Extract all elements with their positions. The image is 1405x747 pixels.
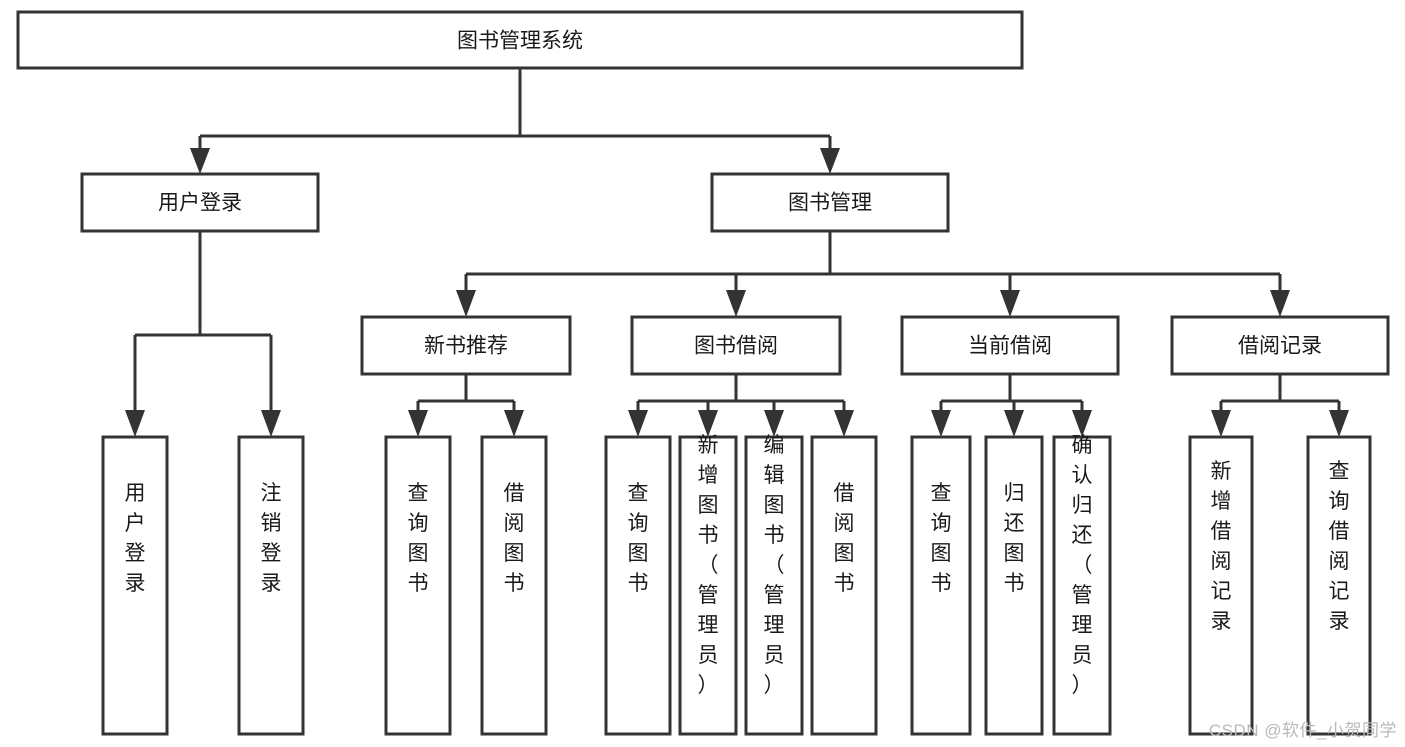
leaf-borrow-book-1-label: 借阅图书 xyxy=(504,482,525,595)
leaf-node-query-borrow-record[interactable]: 查询借阅记录 xyxy=(1306,435,1372,736)
node-root-label: 图书管理系统 xyxy=(457,30,583,53)
leaf-node-borrow-book-1[interactable]: 借阅图书 xyxy=(480,435,548,736)
leaf-node-query-book-1[interactable]: 查询图书 xyxy=(384,435,452,736)
node-root-rect[interactable] xyxy=(16,10,1024,70)
leaf-query-book-3-label: 查询图书 xyxy=(931,482,952,595)
leaf-node-add-borrow-record[interactable]: 新增借阅记录 xyxy=(1188,435,1254,736)
arrow-head-leaf-borrow-book-2 xyxy=(834,410,854,437)
leaf-query-book-3-rect[interactable] xyxy=(910,435,972,736)
node-current-borrow-rect[interactable] xyxy=(900,315,1120,376)
arrow-head-current-borrow xyxy=(1000,290,1020,317)
node-new-book-recommend-label: 新书推荐 xyxy=(424,335,508,358)
connector-group-current-borrow xyxy=(931,374,1092,437)
arrow-head-book-borrow xyxy=(726,290,746,317)
arrow-head-leaf-user-login xyxy=(125,410,145,437)
node-new-book-recommend-rect[interactable] xyxy=(360,315,572,376)
arrow-head-leaf-confirm-return xyxy=(1072,410,1092,437)
connector-group-borrow-record xyxy=(1211,374,1349,437)
arrow-head-leaf-query-book-2 xyxy=(628,410,648,437)
leaf-add-book-admin-rect[interactable] xyxy=(678,435,738,736)
leaf-edit-book-admin-label: 编辑图书（管理员） xyxy=(764,434,785,697)
leaf-confirm-return-admin-label: 确认归还（管理员） xyxy=(1072,434,1093,697)
leaf-add-borrow-record-rect[interactable] xyxy=(1188,435,1254,736)
arrow-head-new-book-rec xyxy=(456,290,476,317)
arrow-head-borrow-record xyxy=(1270,290,1290,317)
node-book-management-rect[interactable] xyxy=(710,172,950,233)
leaf-logout-label: 注销登录 xyxy=(261,482,282,595)
leaf-node-query-book-2[interactable]: 查询图书 xyxy=(604,435,672,736)
leaf-node-add-book-admin[interactable]: 新增图书（管理员） xyxy=(678,434,738,736)
leaf-node-query-book-3[interactable]: 查询图书 xyxy=(910,435,972,736)
leaf-borrow-book-1-rect[interactable] xyxy=(480,435,548,736)
connector-group-book-mgmt xyxy=(456,231,1290,317)
leaf-edit-book-admin-rect[interactable] xyxy=(744,435,804,736)
leaf-query-book-2-label: 查询图书 xyxy=(628,482,649,595)
arrow-head-leaf-borrow-book-1 xyxy=(504,410,524,437)
node-current-borrow[interactable]: 当前借阅 xyxy=(900,315,1120,376)
node-current-borrow-label: 当前借阅 xyxy=(968,335,1052,358)
leaf-add-book-admin-label: 新增图书（管理员） xyxy=(698,434,719,697)
node-book-borrow[interactable]: 图书借阅 xyxy=(630,315,842,376)
node-user-login[interactable]: 用户登录 xyxy=(80,172,320,233)
arrow-head-leaf-return-book xyxy=(1004,410,1024,437)
leaf-query-borrow-record-label: 查询借阅记录 xyxy=(1329,460,1350,633)
leaf-query-book-1-rect[interactable] xyxy=(384,435,452,736)
connector-group-new-book-rec xyxy=(408,374,524,437)
arrow-head-leaf-query-record xyxy=(1329,410,1349,437)
arrow-head-leaf-edit-book xyxy=(764,410,784,437)
leaf-query-book-1-label: 查询图书 xyxy=(408,482,429,595)
leaf-node-logout[interactable]: 注销登录 xyxy=(237,435,305,736)
connector-group-user-login xyxy=(125,231,281,437)
node-new-book-recommend[interactable]: 新书推荐 xyxy=(360,315,572,376)
node-book-management-label: 图书管理 xyxy=(788,192,872,215)
leaf-logout-rect[interactable] xyxy=(237,435,305,736)
leaf-node-return-book[interactable]: 归还图书 xyxy=(984,435,1044,736)
node-book-management[interactable]: 图书管理 xyxy=(710,172,950,233)
arrow-head-leaf-logout xyxy=(261,410,281,437)
leaf-borrow-book-2-rect[interactable] xyxy=(810,435,878,736)
leaf-user-login-rect[interactable] xyxy=(101,435,169,736)
node-borrow-record[interactable]: 借阅记录 xyxy=(1170,315,1390,376)
node-user-login-rect[interactable] xyxy=(80,172,320,233)
leaf-node-edit-book-admin[interactable]: 编辑图书（管理员） xyxy=(744,434,804,736)
connector-group-root xyxy=(190,68,840,174)
leaf-node-borrow-book-2[interactable]: 借阅图书 xyxy=(810,435,878,736)
leaf-borrow-book-2-label: 借阅图书 xyxy=(834,482,855,595)
leaf-return-book-rect[interactable] xyxy=(984,435,1044,736)
leaf-node-confirm-return-admin[interactable]: 确认归还（管理员） xyxy=(1052,434,1112,736)
leaf-confirm-return-admin-rect[interactable] xyxy=(1052,435,1112,736)
leaf-add-borrow-record-label: 新增借阅记录 xyxy=(1211,460,1232,633)
arrow-head-leaf-query-book-3 xyxy=(931,410,951,437)
node-borrow-record-label: 借阅记录 xyxy=(1238,335,1322,358)
connector-group-book-borrow xyxy=(628,374,854,437)
arrow-head-leaf-add-book xyxy=(698,410,718,437)
leaf-user-login-label: 用户登录 xyxy=(125,482,146,595)
node-user-login-label: 用户登录 xyxy=(158,192,242,215)
leaf-query-borrow-record-rect[interactable] xyxy=(1306,435,1372,736)
arrow-head-leaf-query-book-1 xyxy=(408,410,428,437)
node-root[interactable]: 图书管理系统 xyxy=(16,10,1024,70)
node-book-borrow-rect[interactable] xyxy=(630,315,842,376)
arrow-head-leaf-add-record xyxy=(1211,410,1231,437)
node-book-borrow-label: 图书借阅 xyxy=(694,335,778,358)
node-borrow-record-rect[interactable] xyxy=(1170,315,1390,376)
leaf-node-user-login[interactable]: 用户登录 xyxy=(101,435,169,736)
leaf-query-book-2-rect[interactable] xyxy=(604,435,672,736)
arrow-head-book-mgmt xyxy=(820,148,840,174)
arrow-head-user-login xyxy=(190,148,210,174)
leaf-return-book-label: 归还图书 xyxy=(1004,482,1025,595)
